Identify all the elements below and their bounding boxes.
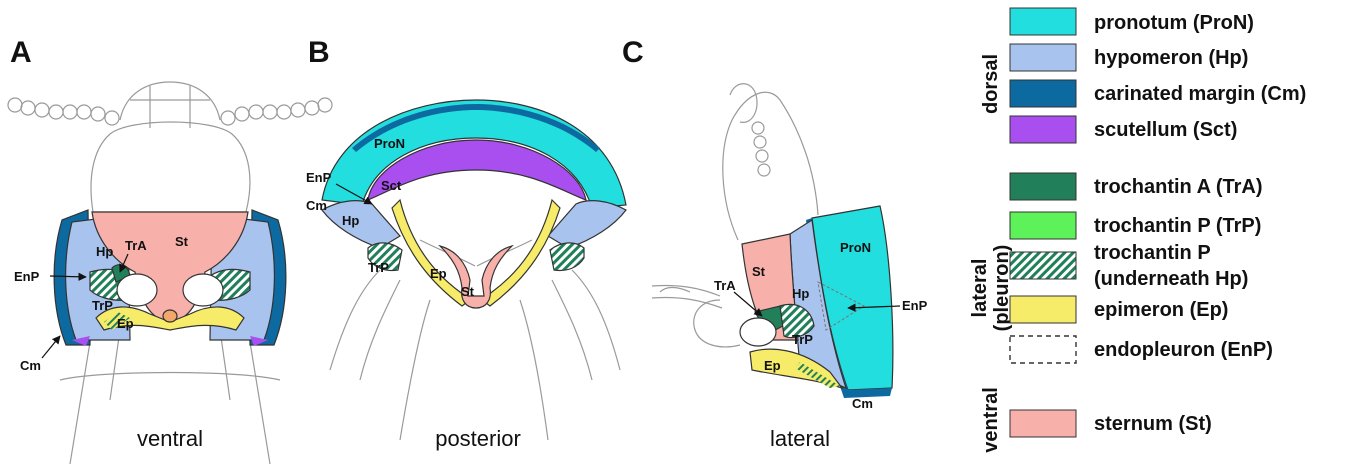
sternum-b [440,246,512,308]
swatch-scutellum [1010,116,1076,143]
panel-c: C St ProN Hp TrA [622,36,928,451]
legend-group-lateral-line1: lateral [969,259,991,318]
arrow-cm-a [42,336,60,358]
label-hp-a: Hp [96,244,113,259]
label-trp-a: TrP [92,298,113,313]
legend-label-hypomeron: hypomeron (Hp) [1094,47,1248,69]
swatch-sternum [1010,410,1076,437]
panel-letter-c: C [622,36,644,69]
legend-label-pronotum: pronotum (ProN) [1094,12,1254,34]
legend-label-epimeron: epimeron (Ep) [1094,299,1228,321]
hypomeron-b-left [322,201,400,248]
sternal-process-a [163,310,177,322]
label-enp-c: EnP [902,298,928,313]
label-enp-b: EnP [306,170,332,185]
label-pron-b: ProN [374,136,405,151]
swatch-hypomeron [1010,44,1076,71]
label-trp-c: TrP [792,332,813,347]
label-cm-a: Cm [20,358,41,373]
legend-label-trochantin-p: trochantin P (TrP) [1094,215,1261,237]
label-cm-b: Cm [306,198,327,213]
panel-a: A [8,36,332,464]
legend-group-dorsal: dorsal [980,54,1002,114]
view-label-b: posterior [435,426,521,451]
legend-label-sternum: sternum (St) [1094,413,1212,435]
epimeron-b-right [482,200,560,306]
label-tra-c: TrA [714,278,736,293]
legend-group-ventral: ventral [980,387,1002,453]
label-hp-c: Hp [792,286,809,301]
label-ep-b: Ep [430,266,447,281]
epimeron-b-left [392,200,470,306]
swatch-pronotum [1010,8,1076,35]
legend-label-scutellum: scutellum (Sct) [1094,119,1237,141]
trochantin-p-b-right [550,243,584,271]
label-tra-a: TrA [125,238,147,253]
label-st-a: St [175,234,189,249]
label-cm-c: Cm [852,396,873,411]
swatch-endopleuron [1010,336,1076,363]
legend-label-trochantin-p-underneath-line2: (underneath Hp) [1094,268,1248,290]
coxa-opening-a-right [183,274,223,306]
label-ep-c: Ep [764,358,781,373]
label-trp-b: TrP [368,260,389,275]
label-st-c: St [752,264,766,279]
coxa-c [740,318,776,346]
swatch-trochantin-p [1010,212,1076,239]
label-sct-b: Sct [381,178,402,193]
swatch-epimeron [1010,296,1076,323]
view-label-a: ventral [137,426,203,451]
legend-label-endopleuron: endopleuron (EnP) [1094,339,1273,361]
swatch-trochantin-a [1010,173,1076,200]
panel-letter-b: B [308,36,330,69]
legend-label-carinated-margin: carinated margin (Cm) [1094,83,1306,105]
label-hp-b: Hp [342,213,359,228]
legend-label-trochantin-a: trochantin A (TrA) [1094,176,1263,198]
coxa-opening-a-left [117,274,157,306]
legend: dorsal lateral (pleuron) ventral pronotu… [969,8,1306,453]
swatch-carinated-margin [1010,80,1076,107]
swatch-trochantin-p-underneath [1010,252,1076,279]
label-st-b: St [461,284,475,299]
label-ep-a: Ep [117,316,134,331]
panel-letter-a: A [10,36,32,69]
label-enp-a: EnP [14,269,40,284]
panel-b: B ProN Sct EnP Cm Hp TrP Ep St [306,36,626,451]
legend-label-trochantin-p-underneath-line1: trochantin P [1094,242,1211,264]
view-label-c: lateral [770,426,830,451]
label-pron-c: ProN [840,240,871,255]
